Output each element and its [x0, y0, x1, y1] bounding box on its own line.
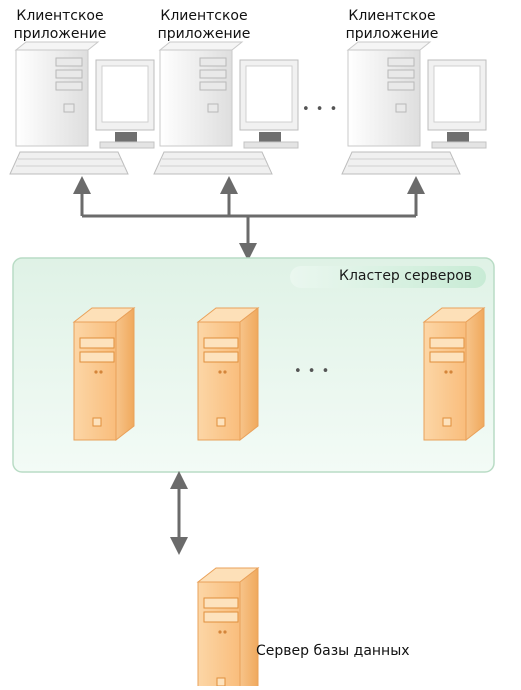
client-label-3-line1: Клиентское — [348, 8, 436, 24]
cluster-server-1 — [73, 307, 135, 441]
client-label-1-line2: приложение — [13, 26, 107, 42]
cluster-server-3 — [423, 307, 485, 441]
client-computer-3 — [341, 41, 487, 175]
client-label-2: Клиентское приложение — [144, 7, 264, 43]
cluster-title: Кластер серверов — [339, 268, 473, 284]
client-label-3: Клиентское приложение — [332, 7, 452, 43]
client-computer-1 — [9, 41, 155, 175]
client-label-1-line1: Клиентское — [16, 8, 104, 24]
cluster-server-2 — [197, 307, 259, 441]
client-label-2-line2: приложение — [157, 26, 251, 42]
client-label-2-line1: Клиентское — [160, 8, 248, 24]
servers-ellipsis: • • • — [294, 364, 331, 379]
client-label-1: Клиентское приложение — [0, 7, 120, 43]
client-connectors — [73, 176, 425, 261]
clients-ellipsis: • • • — [302, 102, 339, 117]
client-label-3-line2: приложение — [345, 26, 439, 42]
database-server — [197, 567, 259, 690]
database-label: Сервер базы данных — [256, 643, 410, 659]
cluster-title-bar — [290, 266, 486, 288]
client-computer-2 — [153, 41, 299, 175]
